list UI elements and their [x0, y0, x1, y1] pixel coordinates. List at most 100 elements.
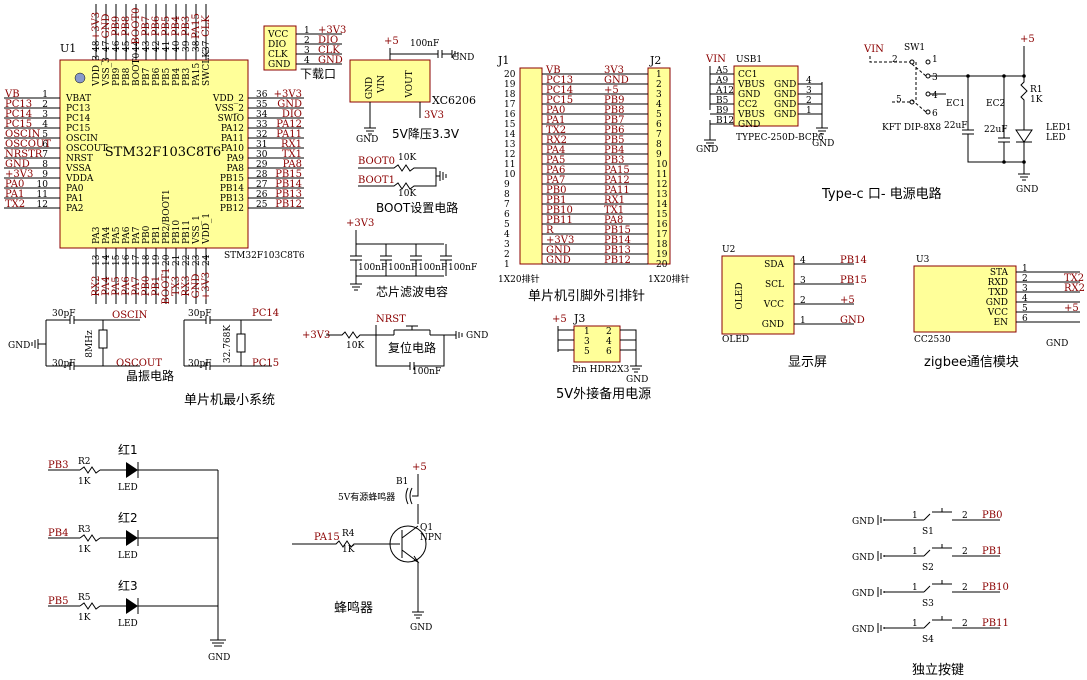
led-net: PB4 [48, 528, 68, 539]
mcu-body [59, 59, 249, 249]
mcu-pin-num: 7 [42, 150, 48, 160]
j1-pin-num: 19 [504, 80, 516, 90]
key-pin-b: 2 [962, 583, 968, 593]
j1-pin-net: PB10 [546, 205, 573, 216]
led-icon [126, 462, 138, 478]
mcu-pin-name: PA2 [66, 204, 83, 214]
j2-body [647, 67, 671, 265]
junction-icon [1002, 160, 1006, 164]
usb-pin-num: 4 [806, 76, 812, 86]
mcu-pin-num: 46 [112, 40, 122, 52]
crystal-wires [31, 316, 140, 370]
j1-pin-num: 8 [504, 190, 510, 200]
mcu-pin-net: PA15 [191, 13, 202, 39]
mcu-pin-num: 42 [152, 41, 162, 52]
mcu-pin-net: PB5 [161, 16, 172, 36]
j3-footer: Pin HDR2X3 [572, 365, 630, 375]
usb-vin: VIN [705, 54, 726, 65]
zig-pin-num: 6 [1022, 314, 1028, 324]
crystal-cap1: 30pF [52, 309, 75, 319]
buzzer-circuit: +5 B1 5V有源蜂鸣器 PA15 R4 1K Q1 NPN GND [292, 462, 442, 633]
mcu-pin-name: VSS_1 [192, 215, 202, 245]
mcu-pin-net: BOOT0 [131, 8, 142, 45]
led-type: LED [118, 483, 138, 493]
mcu-pin-name: PB13 [220, 194, 244, 204]
j3-body [573, 325, 621, 363]
j2-ref: J2 [649, 54, 661, 67]
j1-pin-net: PA0 [546, 105, 565, 116]
key-pin-b: 2 [962, 547, 968, 557]
usb-pin-name: GND [774, 90, 796, 100]
mcu-pin-name: NRST [66, 154, 93, 164]
j1-ref: J1 [497, 54, 509, 67]
mcu-pin-num: 45 [122, 40, 132, 52]
oled-pin-name: SDA [764, 260, 784, 270]
resistor-icon [79, 466, 101, 474]
gnd-icon [210, 639, 226, 647]
key-ref: S2 [922, 563, 934, 573]
key-pin-a: 1 [912, 511, 918, 521]
oled-pin-net: +5 [840, 295, 855, 306]
header-j2: J2 13V32GND3+54PB95PB86PB77PB68PB59PB410… [600, 54, 690, 285]
pwr-sw-part: KFT DIP-8X8 [882, 123, 941, 133]
j2-pin-num: 20 [656, 260, 668, 270]
regulator-circuit: VIN VOUT GND XC6206 5V降压3.3V +5 100nF GN… [349, 36, 476, 145]
mcu-pin-num: 31 [256, 140, 267, 150]
rtc-wires [183, 316, 272, 370]
mcu-pin-name: PA5 [112, 226, 122, 244]
j1-pin-num: 16 [504, 110, 516, 120]
j1-pin-num: 15 [504, 120, 516, 130]
mcu-pin-num: 16 [122, 254, 132, 266]
mcu-pin-name: PB4 [172, 67, 182, 86]
led-icon [126, 530, 138, 546]
j2-pin-net: PA11 [604, 185, 630, 196]
reg-gnd-symbol [364, 102, 376, 135]
mcu-pin-net: PA12 [276, 119, 302, 130]
j2-pin-net: PB15 [604, 225, 631, 236]
reg-gnd-text: GND [356, 135, 378, 145]
pwr-ec2: EC2 [986, 99, 1005, 109]
zig-pin-num: 2 [1022, 274, 1028, 284]
transistor-q1-icon [389, 525, 427, 563]
mcu-pin-name: VSS_3 [102, 57, 112, 87]
download-pin-name: VCC [267, 30, 288, 40]
pwr-r1: R1 [1030, 85, 1043, 95]
mcu-pin-name: VDD_2 [212, 94, 244, 104]
usb-pin-id: A12 [715, 86, 734, 96]
reg-in-net: +5 [384, 36, 399, 47]
title-oled: 显示屏 [788, 355, 827, 370]
crystal-gnd: GND [8, 341, 30, 351]
j2-pin-num: 19 [656, 250, 668, 260]
j2-pin-net: PB3 [604, 155, 624, 166]
filter-cap-value: 100nF [418, 263, 447, 273]
led-name: 红3 [118, 578, 138, 593]
mcu-pin-name: PA12 [221, 124, 244, 134]
j1-pin-num: 9 [504, 180, 510, 190]
mcu-pin-num: 28 [256, 170, 268, 180]
j2-pin-num: 3 [656, 90, 662, 100]
mcu-pin-num: 36 [256, 90, 268, 100]
j2-pin-net: PB6 [604, 125, 624, 136]
mcu-pin-name: VDD_3 [92, 55, 102, 87]
buzz-wires [292, 474, 424, 619]
key-pin-a: 1 [912, 583, 918, 593]
pushbutton-icon [923, 616, 952, 629]
j2-pin-net: PB5 [604, 135, 624, 146]
mcu-pin-name: PB15 [220, 174, 244, 184]
j1-pin-net: PA7 [546, 175, 565, 186]
mcu-pin-name: PA6 [122, 226, 132, 244]
boot-wires [358, 164, 447, 190]
boot-title: BOOT设置电路 [376, 200, 458, 215]
j2-pin-num: 13 [656, 190, 668, 200]
led-net: PB5 [48, 596, 68, 607]
j1-pin-num: 1 [504, 260, 510, 270]
buzz-gnd: GND [410, 623, 432, 633]
key-gnd: GND [852, 589, 874, 599]
j1-pin-net: PA5 [546, 155, 565, 166]
led-gnd: GND [208, 653, 230, 663]
j1-pin-num: 20 [504, 70, 516, 80]
download-title: 下载口 [300, 67, 336, 81]
j2-pin-num: 14 [656, 200, 668, 210]
